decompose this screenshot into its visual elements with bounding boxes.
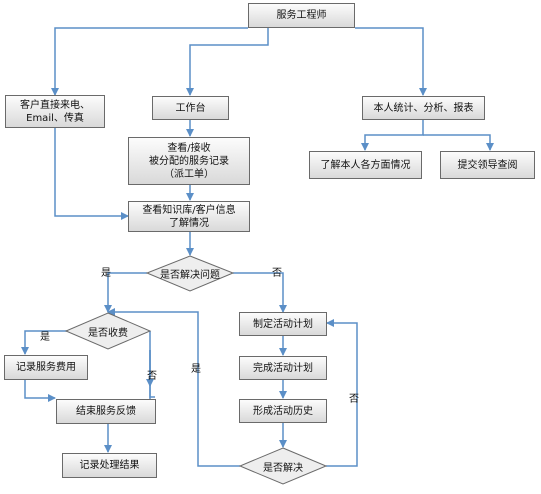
node-view-records-line1: 查看/接收 <box>167 142 211 154</box>
node-submit-leader-label: 提交领导查阅 <box>457 159 518 171</box>
decision-solved-shape <box>238 447 328 485</box>
node-form-history-label: 形成活动历史 <box>253 405 313 417</box>
node-record-fee: 记录服务费用 <box>4 355 88 380</box>
edge-charge-yes <box>21 330 68 355</box>
node-service-engineer-label: 服务工程师 <box>276 10 327 21</box>
edge-solved-yes-loop <box>107 308 240 467</box>
decision-charge-label: 是否收费 <box>88 327 128 339</box>
node-record-fee-label: 记录服务费用 <box>16 362 76 373</box>
edge-customer-to-knowledge <box>54 120 129 220</box>
node-finish-plan: 完成活动计划 <box>239 356 327 380</box>
node-record-result-label: 记录处理结果 <box>79 460 140 471</box>
node-view-records-line2: 被分配的服务记录 <box>149 155 229 167</box>
edge-solved-no-loop <box>326 319 358 467</box>
node-submit-leader: 提交领导查阅 <box>440 151 535 179</box>
node-view-records-line3: （派工单） <box>164 168 214 180</box>
node-view-records: 查看/接收 被分配的服务记录 （派工单） <box>128 137 250 185</box>
decision-resolved-problem-label: 是否解决问题 <box>160 269 220 281</box>
edge-engineer-to-statistics <box>355 27 427 96</box>
node-end-feedback-label: 结束服务反馈 <box>76 406 136 417</box>
node-workbench: 工作台 <box>152 96 229 120</box>
decision-solved: 是否解决 <box>248 458 318 474</box>
node-customer-contact: 客户直接来电、 Email、传真 <box>5 95 105 128</box>
edge-label-solved-no: 否 <box>349 394 359 405</box>
node-knowledge-base: 查看知识库/客户信息 了解情况 <box>128 201 250 232</box>
decision-resolved-shape <box>145 255 235 292</box>
edge-engineer-to-customer <box>51 27 248 96</box>
decision-charge: 是否收费 <box>72 323 144 339</box>
node-customer-contact-line1: 客户直接来电、 <box>20 99 90 111</box>
edge-label-charge-no: 否 <box>147 371 157 382</box>
node-record-result: 记录处理结果 <box>62 453 157 478</box>
node-form-history: 形成活动历史 <box>239 399 327 423</box>
node-end-feedback: 结束服务反馈 <box>56 399 156 424</box>
edge-fee-to-end <box>24 380 56 402</box>
decision-charge-shape <box>64 312 152 350</box>
node-knowledge-base-line2: 了解情况 <box>169 217 209 229</box>
node-make-plan-label: 制定活动计划 <box>253 318 313 330</box>
edge-engineer-to-workbench <box>186 28 269 96</box>
node-knowledge-base-line1: 查看知识库/客户信息 <box>142 204 236 216</box>
node-make-plan: 制定活动计划 <box>239 312 327 336</box>
node-statistics-label: 本人统计、分析、报表 <box>373 102 474 114</box>
node-statistics: 本人统计、分析、报表 <box>362 96 485 120</box>
decision-resolved-problem: 是否解决问题 <box>150 265 230 281</box>
edge-statistics-to-submit <box>423 134 494 151</box>
node-workbench-label: 工作台 <box>175 102 206 114</box>
edge-resolved-yes <box>104 272 147 313</box>
edge-statistics-to-know-self <box>361 120 424 151</box>
decision-solved-label: 是否解决 <box>263 462 303 474</box>
node-know-self-label: 了解本人各方面情况 <box>320 159 411 171</box>
node-know-self: 了解本人各方面情况 <box>309 151 422 179</box>
edge-label-charge-yes: 是 <box>40 332 50 343</box>
edge-resolved-no <box>233 272 287 313</box>
node-customer-contact-line2: Email、传真 <box>26 112 84 124</box>
node-service-engineer: 服务工程师 <box>248 3 355 28</box>
edge-label-resolved-no: 否 <box>272 268 282 279</box>
edge-label-solved-yes: 是 <box>191 364 201 375</box>
edge-label-resolved-yes: 是 <box>101 268 111 279</box>
node-finish-plan-label: 完成活动计划 <box>253 362 313 374</box>
